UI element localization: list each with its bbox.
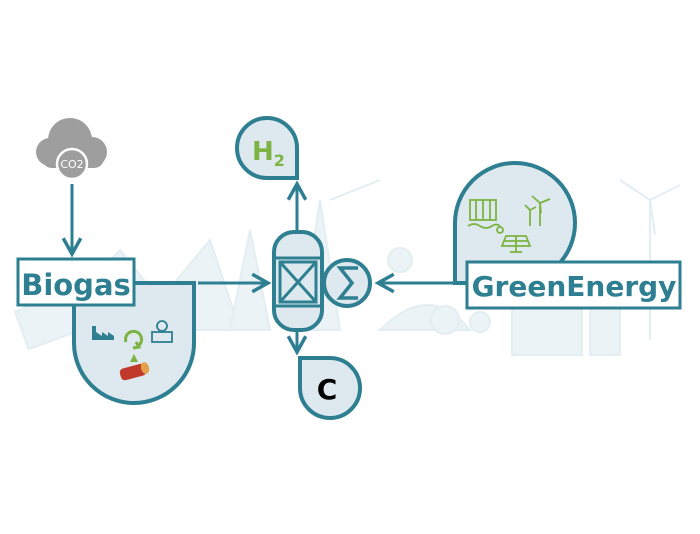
hydro-dam-icon bbox=[467, 199, 501, 229]
solar-panel-icon bbox=[496, 226, 532, 253]
biogas-teardrop bbox=[72, 281, 196, 405]
h2-node: H2 bbox=[235, 116, 299, 180]
green-energy-label: GreenEnergy bbox=[472, 270, 677, 303]
biogas-label: Biogas bbox=[21, 268, 131, 302]
biogas-label-box bbox=[16, 257, 136, 307]
h2-label: H2 bbox=[252, 137, 285, 170]
carbon-teardrop bbox=[298, 356, 362, 420]
biogas-node: Biogas bbox=[16, 257, 196, 405]
reactor-heat-exchanger-icon bbox=[272, 230, 372, 332]
carbon-label: C bbox=[317, 373, 338, 406]
compressor-icon bbox=[151, 320, 173, 343]
wind-turbine-icon bbox=[524, 195, 551, 226]
heat-exchanger bbox=[322, 258, 372, 308]
h2-teardrop bbox=[235, 116, 299, 180]
green-energy-node: GreenEnergy bbox=[453, 161, 682, 310]
carbon-node: C bbox=[298, 356, 362, 420]
co2-node: CO2 bbox=[36, 118, 107, 181]
edges bbox=[72, 184, 463, 352]
factory-icon bbox=[92, 326, 114, 340]
biomass-log-icon bbox=[119, 354, 150, 381]
recycle-icon bbox=[124, 329, 143, 350]
co2-label: CO2 bbox=[60, 158, 83, 171]
green-energy-label-box bbox=[465, 260, 682, 310]
cloud-icon bbox=[36, 118, 107, 181]
